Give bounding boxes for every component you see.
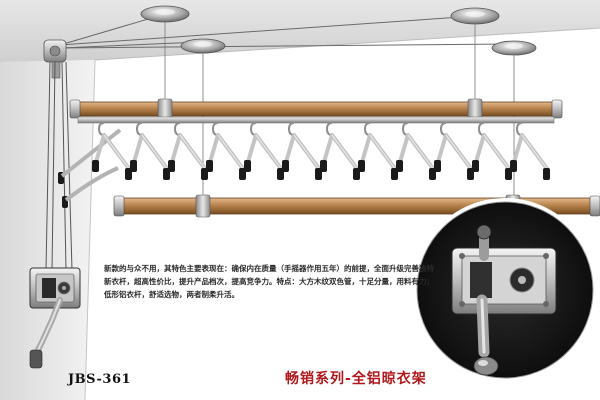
- hanger-icon: [434, 122, 474, 180]
- crank-winder: [29, 267, 81, 309]
- ceiling-cables: [59, 13, 516, 49]
- product-description: 新款的与众不用，其特色主要表现在：确保内在质量（手摇器作用五年）的前提，全面升级…: [104, 264, 434, 299]
- left-wall: [0, 60, 95, 400]
- ceiling-pulley-icon: [180, 38, 226, 54]
- hanger-icon: [244, 122, 284, 180]
- crank-detail-inset: [413, 198, 597, 382]
- hanger-icon: [92, 122, 132, 180]
- hanger-icon: [358, 122, 398, 180]
- hanger-icon: [320, 122, 360, 180]
- inset-crank-handle-icon: [473, 224, 499, 376]
- upper-drying-bar: [69, 98, 563, 120]
- hanger-row: [92, 122, 550, 180]
- model-number: JBS-361: [68, 372, 132, 387]
- wall-pulley-icon: [43, 39, 67, 79]
- wall-cables: [45, 61, 73, 271]
- hanger-icon: [282, 122, 322, 180]
- inset-crank-winder: [451, 247, 557, 315]
- ceiling-pulley-icon: [450, 7, 500, 25]
- hanger-icon: [168, 122, 208, 180]
- hanger-icon: [472, 122, 512, 180]
- ceiling-pulley-icon: [140, 5, 190, 23]
- hanger-icon: [396, 122, 436, 180]
- ceiling-pulley-icon: [491, 40, 537, 56]
- hanger-icon: [206, 122, 246, 180]
- hanger-icon: [130, 122, 170, 180]
- product-slogan: 畅销系列-全铝晾衣架: [285, 371, 427, 387]
- hanger-icon: [510, 122, 550, 180]
- crank-handle-icon: [29, 297, 63, 369]
- upper-hanger-rail: [77, 116, 555, 124]
